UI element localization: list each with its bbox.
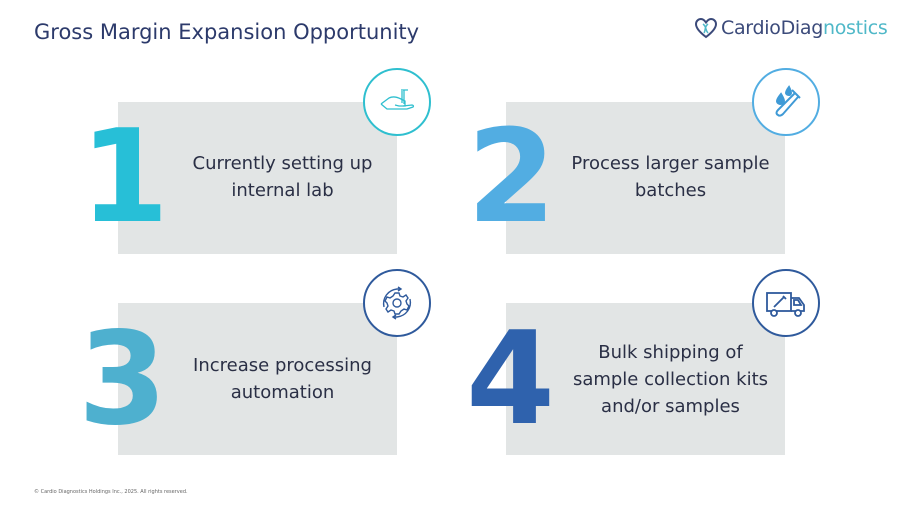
card-4: Bulk shipping of sample collection kits … [506, 303, 785, 455]
card-2-line-1: Process larger sample [571, 153, 770, 174]
card-2-icon-circle [752, 68, 820, 136]
card-3-line-1: Increase processing [193, 355, 372, 376]
test-tube-drops-icon [775, 85, 801, 117]
page-title: Gross Margin Expansion Opportunity [34, 20, 420, 44]
copyright-footer: © Cardio Diagnostics Holdings Inc., 2025… [34, 489, 188, 495]
card-3-number: 3 [78, 305, 167, 454]
logo-text-diag: Diag [780, 17, 824, 39]
company-logo: CardioDiagnostics [694, 16, 888, 40]
delivery-truck-icon [766, 292, 805, 317]
card-4-line-3: and/or samples [601, 396, 740, 417]
card-1-icon-circle [363, 68, 431, 136]
gear-cycle-icon [382, 286, 412, 320]
logo-text-cardio: Cardio [721, 17, 781, 39]
card-4-line-1: Bulk shipping of [598, 342, 743, 363]
card-1-line-1: Currently setting up [192, 153, 373, 174]
card-1: Currently setting up internal lab [118, 102, 397, 254]
hand-sample-icon [380, 89, 415, 110]
card-2-number: 2 [467, 103, 556, 252]
heart-dna-icon [694, 17, 718, 39]
card-2-line-2: batches [634, 180, 707, 201]
card-4-line-2: sample collection kits [572, 369, 769, 390]
card-3: Increase processing automation [118, 303, 397, 455]
logo-text-nostics: nostics [822, 17, 888, 39]
card-3-line-2: automation [230, 382, 335, 403]
card-1-line-2: internal lab [231, 180, 334, 201]
card-2: Process larger sample batches [506, 102, 785, 254]
card-4-icon-circle [752, 269, 820, 337]
card-1-number: 1 [80, 103, 169, 252]
card-3-icon-circle [363, 269, 431, 337]
card-4-number: 4 [466, 305, 555, 454]
